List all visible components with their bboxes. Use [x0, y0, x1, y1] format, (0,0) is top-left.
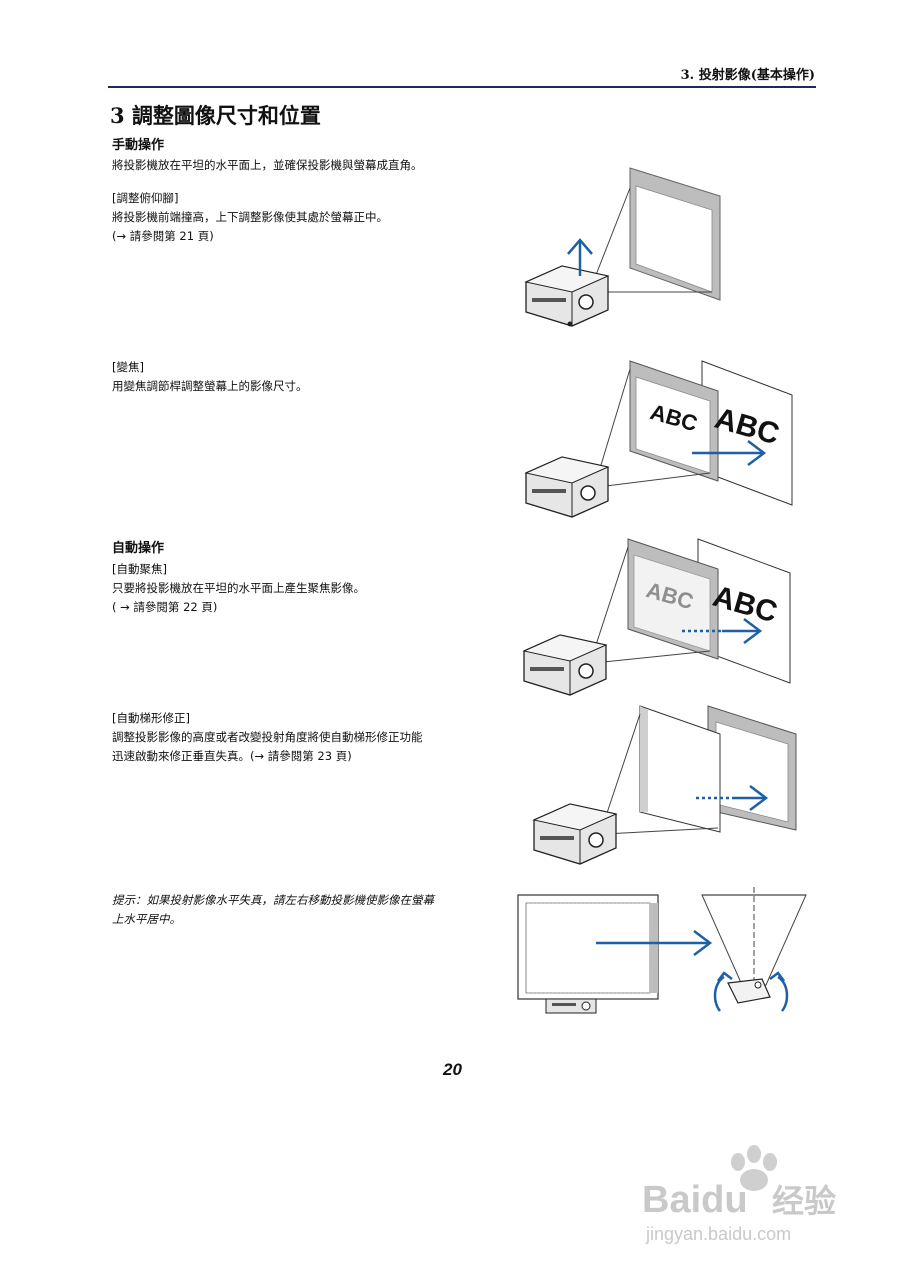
page-number: 20: [443, 1060, 462, 1079]
header-rule: [108, 86, 816, 88]
autofocus-label: [自動聚焦]: [112, 562, 167, 576]
zoom-text: 用變焦調節桿調整螢幕上的影像尺寸。: [112, 379, 308, 393]
paw-icon: [731, 1145, 777, 1191]
tilt-figure: [524, 167, 721, 327]
baidu-jingyan-watermark: Baidu 经验 jingyan.baidu.com: [642, 1145, 836, 1244]
hint-line2: 上水平居中。: [112, 912, 181, 926]
keystone-figure: [532, 705, 797, 865]
manual-heading: 手動操作: [112, 138, 165, 153]
autofocus-page-ref: ( → 請參閱第 22 頁): [112, 600, 218, 614]
horizontal-shift-figure: [517, 887, 807, 1014]
tilt-text: 將投影機前端撞高，上下調整影像使其處於螢幕正中。: [112, 210, 388, 224]
zoom-label: [變焦]: [112, 360, 144, 374]
projector-icon: [545, 998, 597, 1014]
projector-icon: [524, 265, 610, 327]
hint-line1: 提示：如果投射影像水平失真，請左右移動投影機使影像在螢幕: [112, 893, 434, 907]
keystone-text-line2: 迅速啟動來修正垂直失真。(→ 請參閱第 23 頁): [112, 749, 352, 763]
projector-icon: [524, 456, 610, 518]
manual-intro: 將投影機放在平坦的水平面上，並確保投影機與螢幕成直角。: [112, 158, 423, 172]
tilt-page-ref: (→ 請參閱第 21 頁): [112, 229, 214, 243]
tilt-label: [調整俯仰腳]: [112, 191, 179, 205]
projector-icon: [532, 803, 618, 865]
projector-icon: [522, 634, 608, 696]
watermark-url: jingyan.baidu.com: [645, 1224, 791, 1244]
auto-heading: 自動操作: [112, 541, 165, 556]
keystone-label: [自動梯形修正]: [112, 711, 190, 725]
projector-icon: [727, 978, 771, 1004]
rotate-left-arrow: [713, 975, 725, 1012]
keystone-text-line1: 調整投影影像的高度或者改變投射角度將使自動梯形修正功能: [112, 730, 423, 744]
watermark-product: 经验: [772, 1183, 836, 1219]
zoom-figure: ABC ABC: [524, 360, 793, 518]
watermark-brand: Baidu: [642, 1179, 748, 1221]
autofocus-text: 只要將投影機放在平坦的水平面上產生聚焦影像。: [112, 581, 365, 595]
section-title: 3 調整圖像尺寸和位置: [110, 103, 321, 128]
chapter-header: 3. 投射影像(基本操作): [680, 68, 815, 83]
autofocus-figure: ABC ABC: [522, 538, 791, 696]
rotate-right-arrow: [777, 975, 789, 1012]
